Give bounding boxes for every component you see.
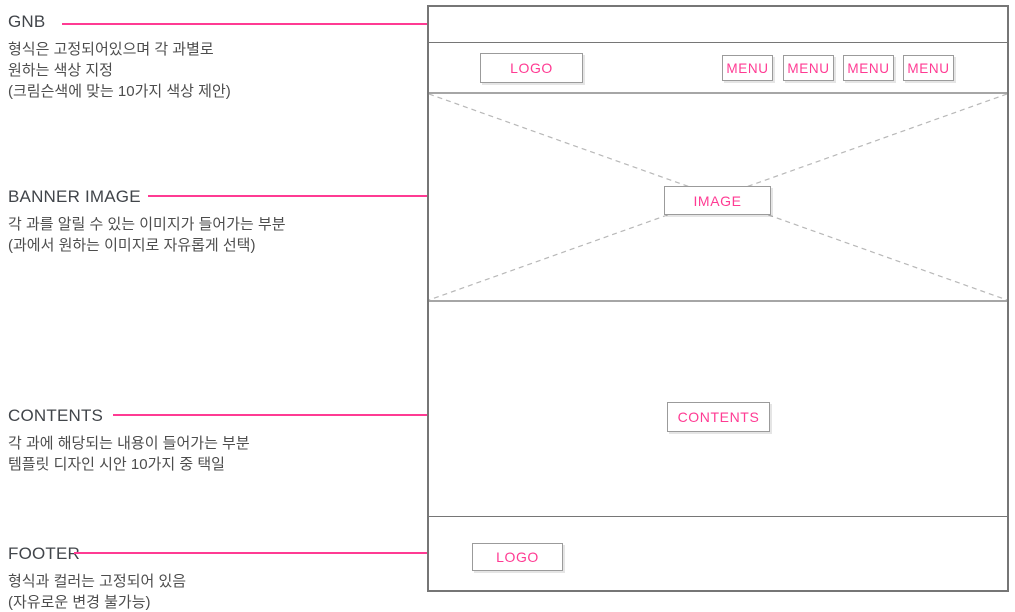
footer-bar: LOGO <box>429 516 1007 590</box>
wireframe-page: LOGO MENU MENU MENU MENU IMAGE CONTENTS … <box>427 5 1009 592</box>
annotation-contents-line-2: 템플릿 디자인 시안 10가지 중 택일 <box>8 456 225 473</box>
annotation-gnb-line-3: (크림슨색에 맞는 10가지 색상 제안) <box>8 83 231 100</box>
annotation-banner-title: BANNER IMAGE <box>8 187 141 206</box>
menu-box-1: MENU <box>722 55 773 81</box>
annotation-gnb-line-2: 원하는 색상 지정 <box>8 62 113 79</box>
annotation-gnb: GNB 형식은 고정되어있으며 각 과별로 원하는 색상 지정 (크림슨색에 맞… <box>8 12 231 102</box>
annotation-banner-line-2: (과에서 원하는 이미지로 자유롭게 선택) <box>8 237 256 254</box>
annotation-banner-description: 각 과를 알릴 수 있는 이미지가 들어가는 부분 (과에서 원하는 이미지로 … <box>8 214 286 256</box>
annotation-gnb-line-1: 형식은 고정되어있으며 각 과별로 <box>8 41 214 58</box>
annotation-gnb-title: GNB <box>8 12 46 31</box>
annotation-gnb-description: 형식은 고정되어있으며 각 과별로 원하는 색상 지정 (크림슨색에 맞는 10… <box>8 39 231 102</box>
annotation-footer-description: 형식과 컬러는 고정되어 있음 (자유로운 변경 불가능) <box>8 571 186 612</box>
annotation-contents: CONTENTS 각 과에 해당되는 내용이 들어가는 부분 템플릿 디자인 시… <box>8 406 250 475</box>
annotation-footer: FOOTER 형식과 컬러는 고정되어 있음 (자유로운 변경 불가능) <box>8 544 186 612</box>
menu-box-3: MENU <box>843 55 894 81</box>
menu-box-4: MENU <box>903 55 954 81</box>
annotation-contents-description: 각 과에 해당되는 내용이 들어가는 부분 템플릿 디자인 시안 10가지 중 … <box>8 433 250 475</box>
connector-line-footer <box>74 549 459 557</box>
connector-line-gnb <box>62 20 462 28</box>
annotation-footer-line-1: 형식과 컬러는 고정되어 있음 <box>8 573 187 590</box>
annotation-footer-line-2: (자유로운 변경 불가능) <box>8 594 151 611</box>
contents-box: CONTENTS <box>667 402 770 432</box>
annotation-banner: BANNER IMAGE 각 과를 알릴 수 있는 이미지가 들어가는 부분 (… <box>8 187 286 256</box>
banner-image-box: IMAGE <box>664 186 771 215</box>
gnb-bar <box>429 7 1007 43</box>
annotation-footer-title: FOOTER <box>8 544 81 563</box>
connector-line-contents <box>113 411 459 419</box>
annotation-banner-line-1: 각 과를 알릴 수 있는 이미지가 들어가는 부분 <box>8 216 286 233</box>
banner-area: IMAGE <box>429 92 1007 302</box>
menu-box-2: MENU <box>783 55 834 81</box>
connector-line-banner <box>148 192 462 200</box>
annotation-contents-title: CONTENTS <box>8 406 104 425</box>
annotation-contents-line-1: 각 과에 해당되는 내용이 들어가는 부분 <box>8 435 250 452</box>
footer-logo-box: LOGO <box>472 543 563 571</box>
header-logo-box: LOGO <box>480 53 583 83</box>
